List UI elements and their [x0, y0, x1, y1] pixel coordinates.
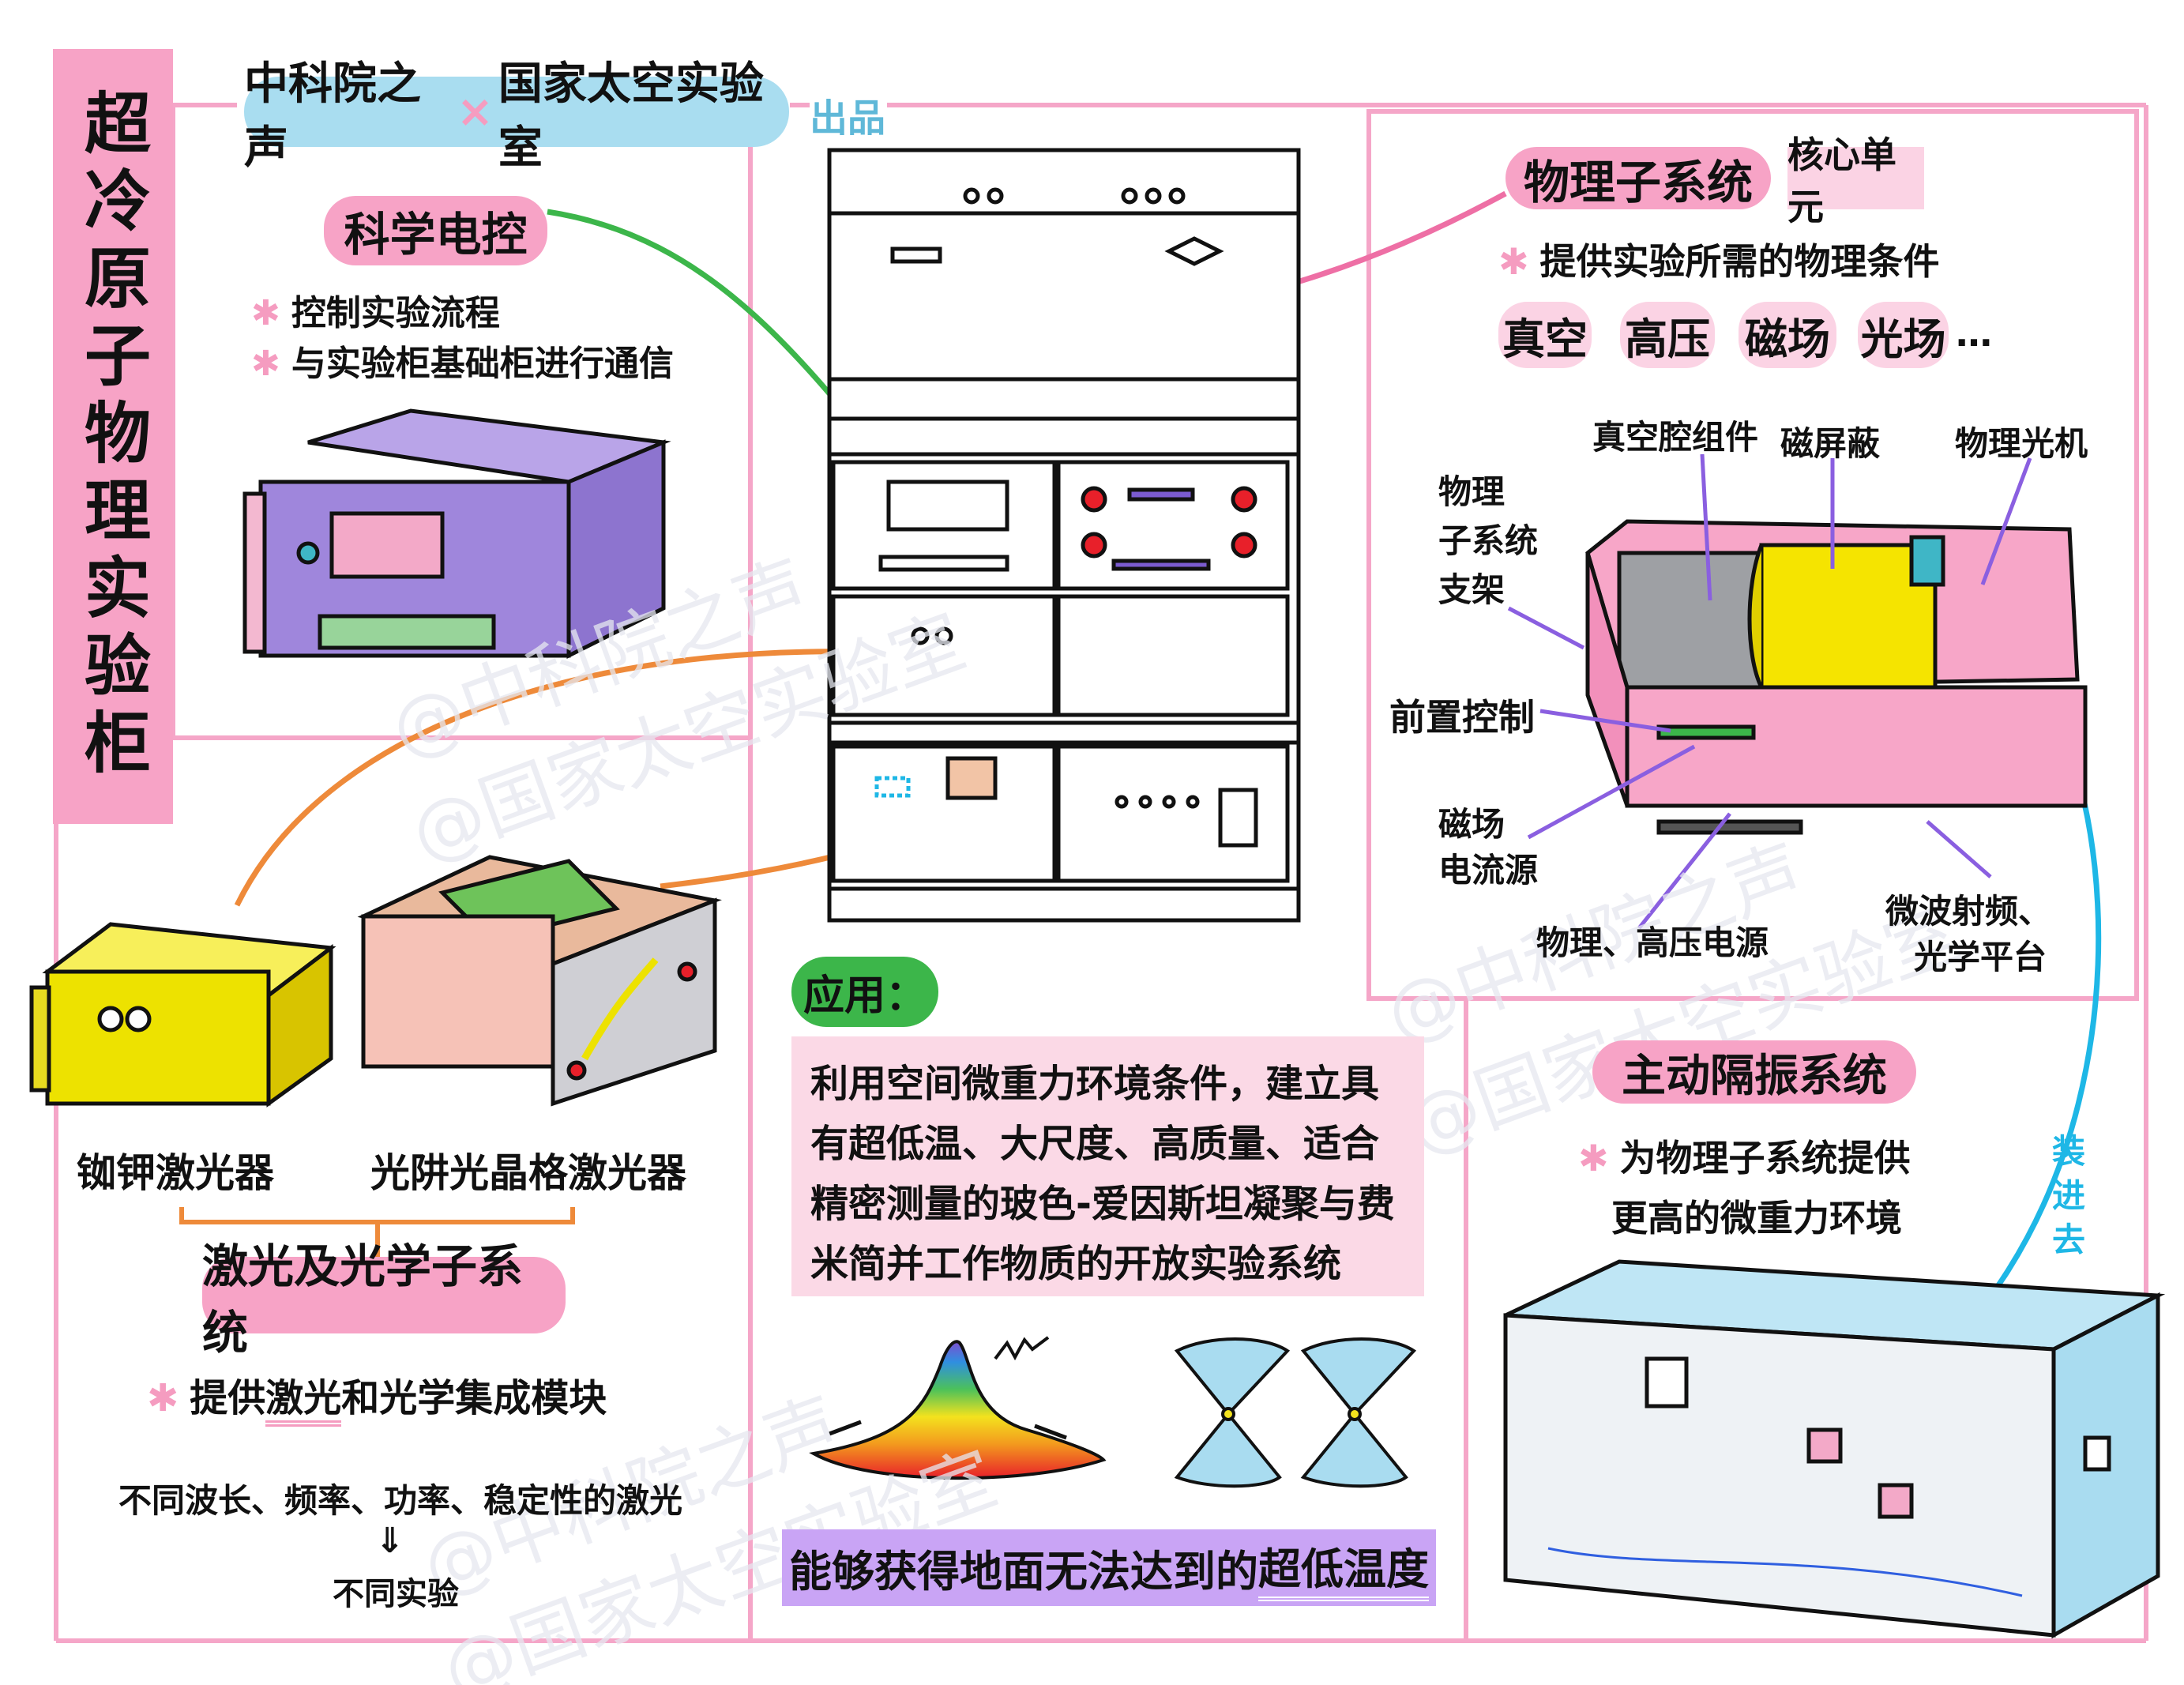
star-icon: ✱: [251, 344, 280, 384]
science-control-bullet: ✱控制实验流程: [251, 293, 500, 333]
part-label-vacuum: 真空腔组件: [1592, 418, 1759, 457]
cross-mark: ×: [456, 86, 494, 137]
vibration-system-label: 主动隔振系统: [1592, 1040, 1916, 1104]
core-unit-tag: 核心单元: [1787, 134, 1924, 228]
condition-chip: 磁场: [1739, 302, 1836, 368]
part-label-frame: 物理 子系统 支架: [1438, 472, 1539, 609]
application-bubble: 应用：: [791, 957, 938, 1027]
physics-leader-lines: [1507, 453, 2032, 930]
highlight-ultra-low-temperature: 超低温度: [1258, 1534, 1429, 1601]
science-control-module-drawing: [242, 408, 671, 660]
condition-chip: 高压: [1620, 302, 1715, 368]
part-label-shield: 磁屏蔽: [1780, 424, 1881, 463]
highlight-laser: 激光: [265, 1376, 342, 1427]
producer-banner: 中科院之声 × 国家太空实验室: [244, 58, 789, 174]
vibration-bullet-cont: 更高的微重力环境: [1611, 1197, 1902, 1239]
laser-system-label: 激光及光学子系统: [202, 1239, 566, 1360]
part-label-front-control: 前置控制: [1389, 696, 1535, 739]
physics-subsystem-bullet: ✱提供实验所需的物理条件: [1498, 240, 1940, 283]
fermi-cones-drawing: [1174, 1337, 1417, 1488]
down-arrow-icon: ⇓: [375, 1521, 404, 1561]
lattice-laser-drawing: [357, 855, 722, 1107]
laser-device-label: 光阱光晶格激光器: [370, 1150, 686, 1196]
page-title-bar: 超冷原子物理实验柜: [53, 49, 173, 824]
laser-bracket: [179, 1207, 575, 1257]
cabinet-drawing: [827, 148, 1301, 923]
star-icon: ✱: [1578, 1137, 1609, 1179]
part-label-optics: 物理光机: [1955, 424, 2088, 463]
install-label: 装 进 去: [2052, 1132, 2086, 1259]
connector-rbk-laser: [234, 649, 937, 907]
part-label-hv-source: 物理、高压电源: [1536, 923, 1769, 962]
laser-system-bullet: ✱提供激光和光学集成模块: [147, 1367, 607, 1427]
science-control-label: 科学电控: [324, 196, 547, 265]
vibration-box-drawing: [1503, 1259, 2166, 1639]
application-result-bar: 能够获得地面无法达到的超低温度: [782, 1529, 1436, 1606]
application-text: 利用空间微重力环境条件，建立具有超低温、大尺度、高质量、适合精密测量的玻色-爱因…: [810, 1062, 1395, 1286]
condition-ellipsis: …: [1956, 312, 1992, 355]
bec-distribution-drawing: [809, 1336, 1107, 1480]
laser-result: 不同实验: [333, 1576, 459, 1612]
page-title: 超冷原子物理实验柜: [73, 88, 152, 785]
star-icon: ✱: [147, 1376, 179, 1420]
vibration-bullet: ✱为物理子系统提供: [1578, 1137, 1911, 1179]
part-label-coil-source: 磁场 电流源: [1438, 805, 1539, 890]
condition-chip: 真空: [1498, 302, 1592, 368]
science-control-bullet: ✱与实验柜基础柜进行通信: [251, 344, 674, 384]
producer-suffix: 出品: [810, 96, 886, 141]
producer-a: 中科院之声: [244, 58, 421, 174]
laser-note: 不同波长、频率、功率、稳定性的激光: [118, 1481, 683, 1520]
physics-device-drawing: [1585, 519, 2088, 835]
application-text-box: 利用空间微重力环境条件，建立具有超低温、大尺度、高质量、适合精密测量的玻色-爱因…: [791, 1036, 1424, 1296]
rbk-laser-drawing: [29, 922, 336, 1108]
condition-chip: 光场: [1858, 302, 1949, 368]
part-label-microwave: 微波射频、 光学平台: [1885, 892, 2052, 976]
producer-b: 国家太空实验室: [498, 58, 764, 174]
physics-subsystem-label: 物理子系统: [1505, 147, 1771, 209]
star-icon: ✱: [251, 293, 280, 333]
star-icon: ✱: [1498, 240, 1529, 283]
laser-device-label: 铷钾激光器: [77, 1150, 274, 1196]
